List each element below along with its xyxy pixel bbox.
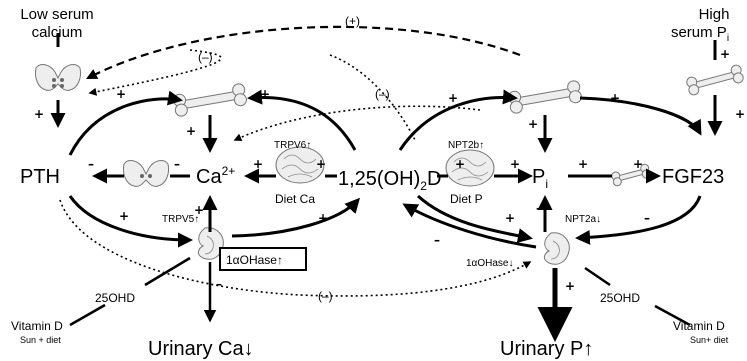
bone-icon: [173, 83, 247, 117]
stimulate-paren-label: (+): [345, 14, 360, 28]
plus-sign: +: [735, 107, 745, 121]
ohd-left-line: [144, 256, 191, 287]
minus-sign: –: [644, 211, 650, 225]
urinary-p-label: Urinary P↑: [500, 338, 593, 360]
inhibit-paren-label: (–): [318, 289, 333, 303]
ohase-up-label: 1αOHase↑: [226, 253, 283, 267]
minus-sign: –: [216, 277, 222, 291]
ohase-up-box: [219, 247, 307, 271]
sun-diet-left-label: Sun + diet: [20, 335, 61, 345]
pth-to-kidney-arrow: [68, 195, 193, 248]
inhibit-paren-label: (–): [198, 50, 213, 64]
plus-sign: +: [633, 157, 643, 171]
plus-sign: +: [448, 91, 458, 105]
pth-node: PTH: [20, 166, 60, 188]
plus-sign: +: [194, 203, 204, 217]
bone2-to-fgf23-arrow: [579, 96, 702, 136]
vitd-to-bone2-arrow: [398, 89, 518, 151]
pth-to-bone-arrow: [68, 90, 183, 156]
plus-sign: +: [186, 124, 196, 138]
trpv6-label: TRPV6↑: [274, 140, 311, 151]
vitd-node: 1,25(OH)2D: [338, 168, 441, 193]
plus-sign: +: [316, 157, 326, 171]
plus-sign: +: [260, 87, 270, 101]
ohd-right-label: 25OHD: [600, 291, 640, 305]
plus-sign: +: [720, 47, 730, 61]
bone-icon: [508, 80, 582, 114]
vitamin-d-right-label: Vitamin D: [673, 319, 725, 333]
plus-sign: +: [119, 209, 129, 223]
intestine-icon: [275, 146, 325, 184]
minus-sign: –: [88, 157, 94, 171]
kidney-to-vitd-inhibit-arrow: [402, 203, 537, 249]
minus-sign: –: [174, 157, 180, 171]
vitd-to-bone-arrow: [247, 89, 357, 151]
npt2b-label: NPT2b↑: [448, 140, 484, 151]
arrows: [50, 25, 723, 342]
fgf23-to-parathyroid-stimulate-dashed: [86, 25, 521, 80]
fgf23-to-kidney-arrow: [575, 195, 702, 245]
sun-diet-right-label: Sun+ diet: [690, 335, 729, 345]
fgf23-node: FGF23: [662, 166, 724, 188]
ohase-down-label: 1αOHase↓: [466, 258, 513, 269]
low-serum-label: Low serum: [20, 6, 93, 23]
parathyroid-icon: [123, 160, 169, 187]
plus-sign: +: [253, 157, 263, 171]
minus-sign: –: [536, 201, 542, 215]
vitd-right-line: [654, 304, 691, 327]
plus-sign: +: [34, 107, 44, 121]
plus-sign: +: [565, 279, 575, 293]
plus-sign: +: [528, 117, 538, 131]
kidney-icon: [543, 232, 570, 265]
inhibit-paren-label: (–): [375, 87, 390, 101]
ca-node: Ca2+: [196, 164, 235, 188]
ohd-left-label: 25OHD: [95, 291, 135, 305]
serum-pi-label: serum Pi: [671, 24, 729, 44]
plus-sign: +: [116, 87, 126, 101]
diet-p-label: Diet P: [450, 192, 483, 206]
minus-sign: –: [434, 233, 440, 247]
vitamin-d-left-label: Vitamin D: [11, 319, 63, 333]
high-label: High: [699, 6, 730, 23]
npt2a-label: NPT2a↓: [565, 214, 601, 225]
effect-signs: + + + + – – + + + + + – + + + + + + + + …: [34, 47, 745, 293]
plus-sign: +: [510, 157, 520, 171]
kidney-to-vitd-arrow: [231, 197, 361, 238]
vitd-to-kidney-arrow: [416, 194, 533, 244]
dotted-upper-right: [329, 54, 416, 141]
intestine-icon: [445, 149, 495, 187]
calcium-label: calcium: [32, 24, 83, 41]
vitd-to-parathyroid-inhibit-dotted: [88, 49, 222, 96]
plus-sign: +: [505, 211, 515, 225]
plus-sign: +: [610, 91, 620, 105]
dotted-to-ca: [233, 105, 481, 141]
kidney-icon: [197, 227, 224, 260]
parathyroid-icon: [35, 64, 81, 91]
plus-sign: +: [318, 211, 328, 225]
pi-node: Pi: [532, 166, 548, 191]
plus-sign: +: [578, 157, 588, 171]
bone-icon: [686, 64, 744, 96]
urinary-ca-label: Urinary Ca↓: [148, 338, 254, 360]
bone-icon: [611, 163, 651, 187]
vitd-left-line: [69, 303, 106, 327]
pth-to-kidney2-dotted: [59, 199, 532, 297]
ohd-right-line: [584, 266, 611, 287]
plus-sign: +: [455, 157, 465, 171]
trpv5-label: TRPV5↑: [162, 214, 199, 225]
diet-ca-label: Diet Ca: [275, 192, 315, 206]
